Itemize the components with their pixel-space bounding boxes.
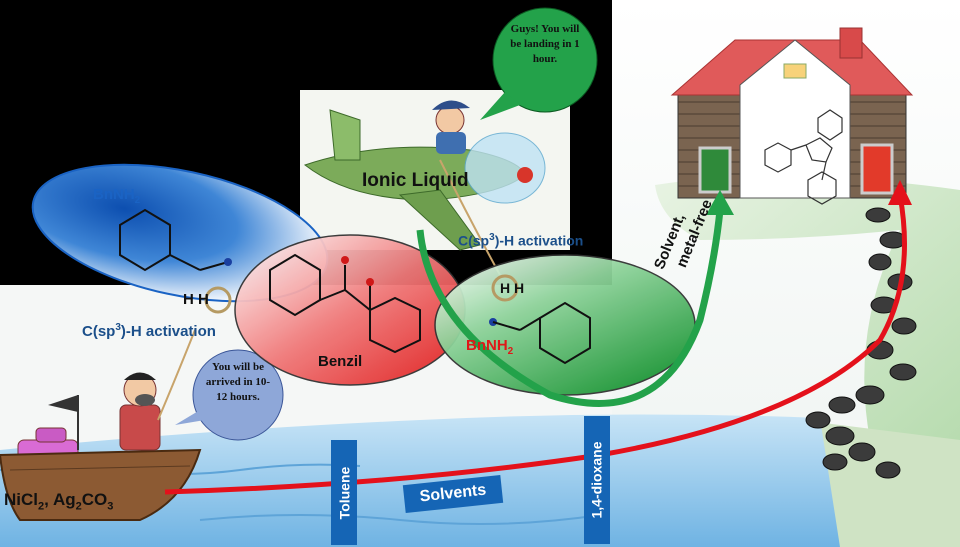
pirate-bubble-text: You will be arrived in 10-12 hours. <box>205 361 271 403</box>
h-loop-right <box>491 274 519 302</box>
catalyst-label: NiCl2, Ag2CO3 <box>4 490 114 513</box>
hh-left-label: H H <box>183 291 209 308</box>
bnnh2-top-label: BnNH2 <box>93 186 141 206</box>
ionic-liquid-label: Ionic Liquid <box>362 170 469 191</box>
airplane <box>303 100 546 276</box>
csp3-right-label: C(sp3)-H activation <box>458 232 584 249</box>
bnnh2-right-label: BnNH2 <box>466 337 514 357</box>
house <box>670 27 914 205</box>
hh-right-label: H H <box>500 280 525 296</box>
dioxane-label: 1,4-dioxane <box>584 416 610 544</box>
pirate-bubble <box>192 349 284 441</box>
benzylamine-left <box>119 208 232 272</box>
grass <box>655 176 960 440</box>
benzylamine-right <box>489 301 591 365</box>
grass-bottom <box>800 420 960 547</box>
toluene-label: Toluene <box>331 440 357 545</box>
benzil-molecule <box>269 253 421 354</box>
benzil-label: Benzil <box>318 353 363 370</box>
boat <box>0 395 202 521</box>
csp3-left-label: C(sp3)-H activation <box>82 322 216 340</box>
pirate <box>119 329 196 451</box>
green-route-arrow <box>416 209 724 407</box>
h-loop-left <box>204 286 232 314</box>
bnnh2-green-ellipse <box>434 254 696 396</box>
pilot-bubble-text: Guys! You will be landing in 1 hour. <box>510 23 580 65</box>
pilot-bubble <box>492 7 598 113</box>
